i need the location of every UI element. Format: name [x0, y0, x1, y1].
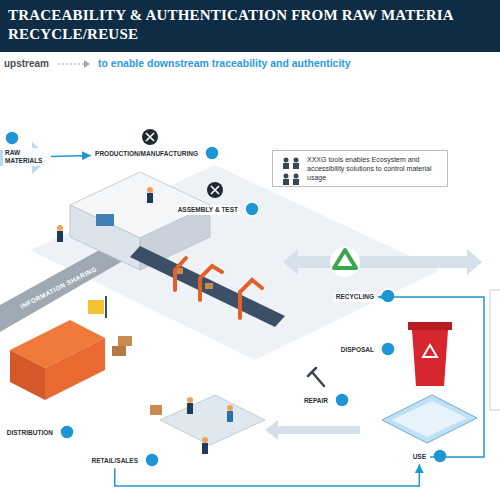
- icon-head: [294, 174, 299, 179]
- node-text: DISTRIBUTION: [7, 429, 53, 437]
- icon-body: [293, 163, 299, 169]
- bin-body: [412, 330, 448, 386]
- tool-icon: [142, 129, 158, 145]
- icon-head: [284, 158, 289, 163]
- step-marker: [335, 393, 349, 407]
- tool-icon: [207, 182, 223, 198]
- bin-lid: [408, 322, 452, 330]
- container-side: [45, 338, 105, 400]
- recycle-ground: [330, 247, 360, 277]
- person-head: [187, 397, 193, 403]
- box: [118, 336, 132, 346]
- person-body: [227, 411, 233, 422]
- node-text: REPAIR: [304, 397, 328, 405]
- worker-body: [57, 231, 63, 242]
- dashed-arrow: [58, 64, 88, 65]
- callout-label: USE: [411, 452, 428, 462]
- tablet: [382, 395, 477, 443]
- box: [150, 405, 162, 415]
- callout-label: RETAIL/SALES: [90, 456, 140, 466]
- step-marker: [60, 425, 74, 439]
- node-text: RECYCLING: [336, 293, 374, 301]
- icon-head: [284, 174, 289, 179]
- subheading: to enable downstream traceability and au…: [98, 57, 351, 69]
- node-text: DISPOSAL: [341, 346, 374, 354]
- machine-left: [70, 205, 140, 270]
- icon-body: [283, 179, 289, 185]
- callout-label: DISTRIBUTION: [5, 428, 55, 438]
- retail-counter: [160, 395, 265, 445]
- step-marker: [5, 131, 19, 145]
- info-band: [0, 243, 128, 332]
- node-text: RAW MATERIALS: [5, 149, 47, 165]
- worker-body: [147, 193, 153, 203]
- callout-label: RAW MATERIALS: [3, 148, 49, 166]
- person-head: [202, 437, 208, 443]
- double-arrow: [283, 249, 482, 275]
- robot-arm: [240, 280, 262, 318]
- step-marker: [245, 202, 259, 216]
- tool-icon-mark: [211, 186, 219, 194]
- node-text: ASSEMBLY & TEST: [178, 206, 238, 214]
- header-band: [0, 0, 500, 52]
- input-arrow: [0, 142, 50, 174]
- forklift-mast: [105, 296, 107, 318]
- box: [112, 346, 126, 356]
- robot-arm: [175, 258, 186, 290]
- person-head: [227, 405, 233, 411]
- node-text: RETAIL/SALES: [92, 457, 138, 465]
- worker-head: [147, 187, 153, 193]
- worker-head: [57, 225, 63, 231]
- box: [205, 283, 213, 289]
- side-panel: [490, 290, 500, 410]
- recycle-symbol: [334, 250, 356, 268]
- wrench-icon: [308, 368, 324, 386]
- step-marker: [381, 342, 395, 356]
- conveyor: [130, 246, 285, 327]
- callout-label: PRODUCTION/MANUFACTURING: [93, 149, 200, 159]
- bin-symbol: [423, 345, 437, 357]
- return-arrow: [265, 420, 360, 440]
- icon-body: [283, 163, 289, 169]
- callout-label: ASSEMBLY & TEST: [176, 205, 240, 215]
- step-marker: [205, 146, 219, 160]
- subheading: upstream: [4, 58, 49, 69]
- callout-label: RECYCLING: [334, 292, 376, 302]
- person-body: [187, 403, 193, 414]
- node-text: XXXG tools enables Ecosystem and accessi…: [307, 155, 442, 182]
- band-label: INFORMATION SHARING: [19, 265, 98, 310]
- robot-arm: [200, 266, 222, 300]
- icon-body: [293, 179, 299, 185]
- people-icon: [283, 158, 299, 186]
- node-text: USE: [413, 453, 426, 461]
- tablet-screen: [392, 401, 467, 437]
- tool-icon-mark: [146, 133, 154, 141]
- flow-connector: [115, 464, 420, 486]
- step-marker: [433, 449, 447, 463]
- person-body: [202, 443, 208, 454]
- flow-connector: [51, 155, 91, 156]
- flow-connector: [378, 297, 484, 457]
- callout-label: DISPOSAL: [339, 345, 376, 355]
- machine-screen: [96, 214, 114, 226]
- forklift: [88, 300, 104, 314]
- callout-label: REPAIR: [302, 396, 330, 406]
- container-side: [10, 350, 45, 400]
- step-marker: [145, 453, 159, 467]
- step-markers: [5, 131, 447, 467]
- node-text: PRODUCTION/MANUFACTURING: [95, 150, 198, 158]
- dashed-arrow-head: [84, 60, 90, 68]
- step-marker: [381, 289, 395, 303]
- title: TRACEABILITY & AUTHENTICATION FROM RAW M…: [8, 6, 492, 44]
- info-box: XXXG tools enables Ecosystem and accessi…: [272, 150, 448, 187]
- icon-head: [294, 158, 299, 163]
